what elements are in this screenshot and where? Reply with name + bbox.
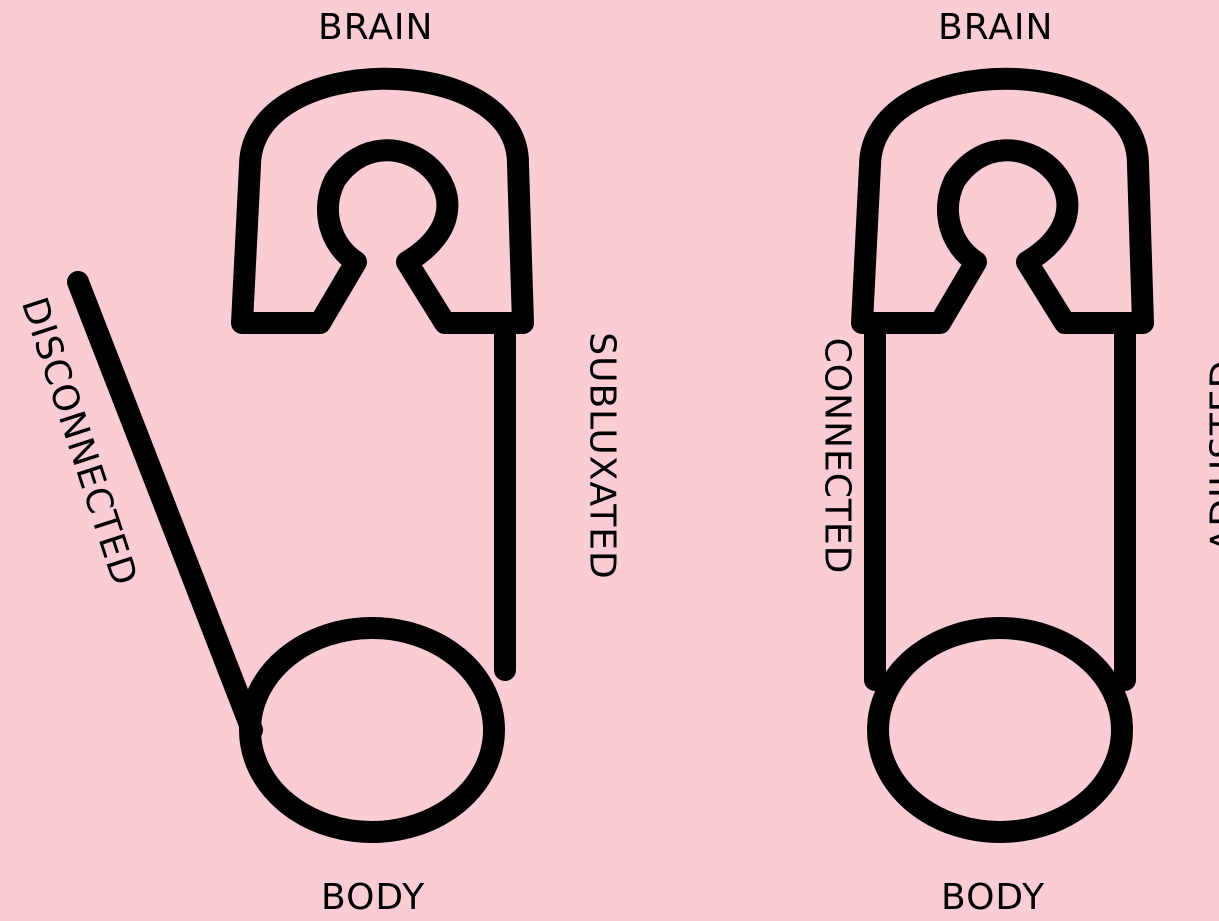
right-connected-label: CONNECTED: [818, 338, 854, 575]
right-body-label: BODY: [941, 880, 1045, 916]
left-subluxated-label: SUBLUXATED: [584, 332, 620, 579]
right-pin-coil: [878, 628, 1122, 832]
right-safety-pin: [862, 79, 1143, 832]
right-pin-head: [862, 79, 1143, 323]
right-adjusted-label: ADJUSTED: [1206, 360, 1219, 553]
left-safety-pin: [78, 79, 523, 832]
left-brain-label: BRAIN: [318, 10, 433, 46]
left-pin-coil: [250, 628, 494, 832]
left-pin-head: [242, 79, 523, 323]
right-brain-label: BRAIN: [938, 10, 1053, 46]
left-body-label: BODY: [321, 880, 425, 916]
